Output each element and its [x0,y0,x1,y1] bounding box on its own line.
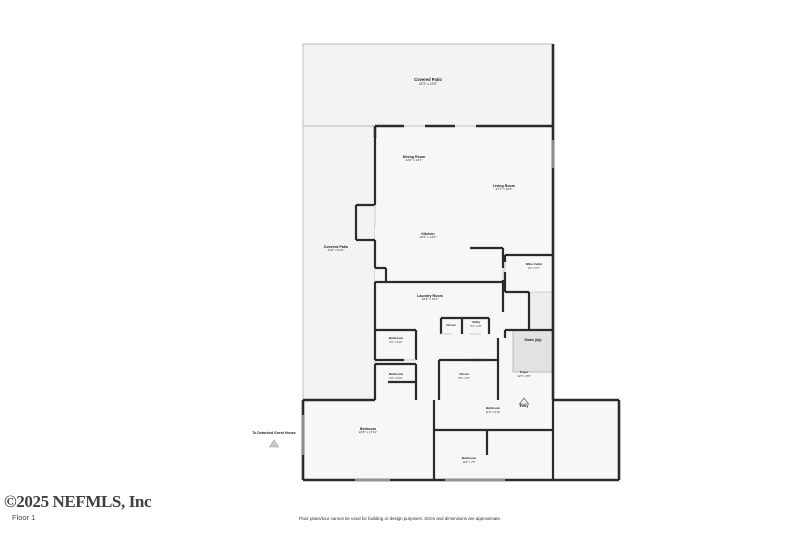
interior-walls [354,138,555,480]
watermark-shadow: ©2025 NEFMLS, Inc [4,492,157,511]
door-openings [302,125,554,481]
covered-patio-west-area [302,125,376,402]
stairs-block [512,329,554,373]
covered-patio-north-area [302,43,554,127]
copyright-watermark: ©2025 NEFMLS, Inc [4,492,152,511]
entry-arrow-icon [518,397,530,405]
floor-label: Floor 1 [12,513,36,522]
wine-cellar-shaded [528,291,554,331]
disclaimer-text: Floor plans/tour cannot be used for buil… [298,516,502,521]
guest-house-arrow-icon [268,439,280,448]
